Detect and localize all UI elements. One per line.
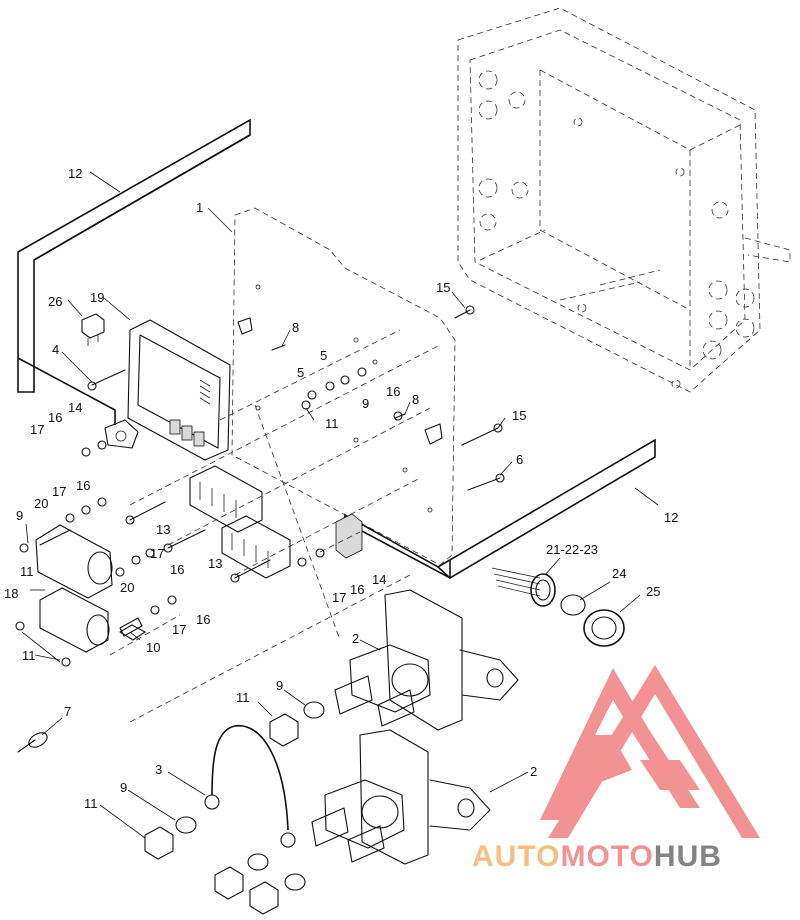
callout-15: 15 [512, 408, 526, 423]
callout-8: 8 [412, 392, 419, 407]
callout-15: 15 [436, 280, 450, 295]
callout-24: 24 [612, 566, 626, 581]
callout-2: 2 [530, 764, 537, 779]
callout-9: 9 [276, 678, 283, 693]
watermark-text-moto: MOTO [560, 840, 653, 873]
callout-16: 16 [48, 410, 62, 425]
callout-11: 11 [325, 416, 339, 431]
callout-16: 16 [350, 582, 364, 597]
watermark-text-hub: HUB [654, 840, 722, 873]
cylinder-10 [119, 624, 146, 641]
callout-16: 16 [196, 612, 210, 627]
relay-base-19 [127, 319, 231, 461]
solenoids-18 [15, 524, 113, 667]
callout-11: 11 [236, 690, 250, 705]
callout-13: 13 [156, 522, 170, 537]
callout-5: 5 [297, 365, 304, 380]
watermark-triangle-inner [540, 668, 700, 820]
callout-5: 5 [320, 348, 327, 363]
panel-12-right [344, 438, 656, 579]
disconnect-2-upper [334, 589, 519, 731]
clip-7 [17, 732, 48, 753]
assembly-guides [109, 329, 441, 723]
callout-14: 14 [372, 572, 386, 587]
callout-10: 10 [146, 640, 160, 655]
watermark-m-stroke [640, 760, 700, 790]
callout-17: 17 [332, 590, 346, 605]
callout-20: 20 [120, 580, 134, 595]
leader-lines [21, 171, 659, 839]
nuts-washers-lower [144, 701, 325, 915]
callout-6: 6 [516, 452, 523, 467]
callout-12: 12 [68, 166, 82, 181]
callout-7: 7 [64, 704, 71, 719]
callout-9: 9 [120, 780, 127, 795]
watermark-logo: AUTOMOTOHUB [472, 665, 760, 873]
callout-9: 9 [16, 508, 23, 523]
enclosure-box [457, 7, 791, 393]
callout-16: 16 [170, 562, 184, 577]
callout-17: 17 [52, 484, 66, 499]
grommets [491, 567, 625, 647]
callout-11: 11 [22, 648, 36, 663]
callout-14: 14 [68, 400, 82, 415]
panel-12-left [17, 118, 251, 425]
callout-17: 17 [30, 422, 44, 437]
cable-3 [204, 725, 296, 848]
mounting-plate-1 [231, 207, 456, 566]
watermark-triangle-outer [548, 665, 760, 838]
callout-20: 20 [34, 496, 48, 511]
callout-11: 11 [84, 796, 98, 811]
callout-19: 19 [90, 290, 104, 305]
callout-25: 25 [646, 584, 660, 599]
callout-12: 12 [664, 510, 678, 525]
callout-17: 17 [172, 622, 186, 637]
callout-8: 8 [292, 320, 299, 335]
callout-3: 3 [155, 762, 162, 777]
callout-1: 1 [196, 200, 203, 215]
callout-2: 2 [352, 631, 359, 646]
callout-13: 13 [208, 556, 222, 571]
disconnect-2-lower [311, 729, 491, 865]
callout-18: 18 [4, 586, 18, 601]
callout-4: 4 [52, 342, 59, 357]
callout-9: 9 [362, 396, 369, 411]
callout-16: 16 [76, 478, 90, 493]
watermark-text-auto: AUTO [472, 840, 560, 873]
callout-21-22-23: 21-22-23 [546, 542, 598, 557]
watermark-text: AUTOMOTOHUB [472, 840, 722, 873]
terminal-blocks-13 [189, 465, 363, 579]
fuse-26 [81, 313, 105, 346]
callout-labels: 1 2 2 3 4 5 5 6 7 8 8 9 9 9 9 10 11 11 1… [4, 166, 678, 811]
callout-26: 26 [48, 294, 62, 309]
callout-17: 17 [150, 546, 164, 561]
callout-16: 16 [386, 384, 400, 399]
callout-11: 11 [20, 564, 34, 579]
